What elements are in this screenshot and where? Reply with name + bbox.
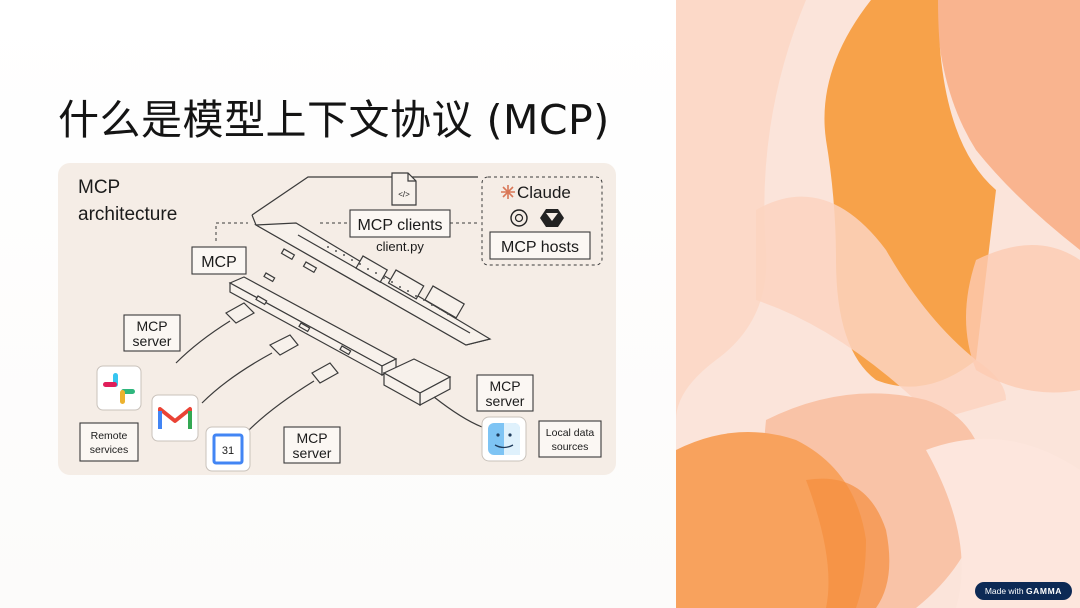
slack-icon: [96, 365, 142, 411]
diagram-canvas: MCP architecture: [78, 172, 603, 472]
speaker-grille: [327, 246, 449, 315]
svg-text:</>: </>: [398, 190, 410, 199]
mcp-label-box: [191, 246, 247, 275]
mcp-server-bottom-box: [283, 426, 341, 464]
svg-text:31: 31: [222, 445, 234, 457]
remote-services-box: [79, 422, 139, 462]
claude-logo-icon: [501, 185, 515, 199]
local-data-sources-line2: sources: [552, 441, 589, 453]
decorative-art-panel: Made with GAMMA: [676, 0, 1080, 608]
abstract-shapes-illustration: [676, 0, 1080, 608]
claude-label: Claude: [517, 183, 571, 202]
code-file-icon: </>: [391, 172, 417, 206]
mcp-clients-label: MCP clients: [357, 217, 442, 234]
client-file-label: client.py: [376, 239, 424, 254]
laptop-illustration: [251, 176, 492, 346]
remote-services-line1: Remote: [91, 430, 128, 442]
mcp-server-bottom-line2: server: [293, 445, 332, 461]
mcp-server-right-box: [476, 374, 534, 412]
made-with-gamma-badge[interactable]: Made with GAMMA: [974, 582, 1072, 600]
badge-prefix: Made with: [984, 586, 1024, 596]
badge-brand: GAMMA: [1025, 586, 1062, 596]
mcp-hosts-box: [489, 231, 591, 260]
perplexity-logo-icon: [540, 209, 564, 227]
mcp-server-top-line1: MCP: [136, 318, 167, 334]
mcp-clients-box: [349, 209, 451, 238]
mcp-server-right-line2: server: [486, 393, 525, 409]
local-data-sources-box: [538, 420, 602, 458]
usb-hub: [228, 272, 398, 377]
slide-title: 什么是模型上下文协议 (MCP): [58, 96, 610, 144]
mcp-server-bottom-line1: MCP: [296, 430, 327, 446]
gmail-icon: [151, 394, 199, 442]
diagram-heading-line2: architecture: [78, 204, 177, 225]
slide-content-area: 什么是模型上下文协议 (MCP) MCP architecture: [0, 0, 676, 608]
mcp-to-laptop-dashed-line: [215, 222, 248, 241]
mcp-architecture-diagram: MCP architecture: [58, 163, 616, 475]
mcp-label: MCP: [201, 254, 237, 271]
remote-services-line2: services: [90, 444, 129, 456]
cables: [175, 302, 339, 432]
diagram-heading-line1: MCP: [78, 177, 120, 198]
mcp-server-top-box: [123, 314, 181, 352]
mcp-hosts-group: [481, 176, 603, 266]
openai-logo-icon: [510, 209, 528, 227]
local-data-sources-line1: Local data: [546, 427, 595, 439]
finder-icon: [481, 416, 527, 462]
usb-plug: [382, 358, 483, 428]
mcp-server-right-line1: MCP: [489, 378, 520, 394]
google-calendar-icon: 31: [205, 426, 251, 472]
mcp-server-top-line2: server: [133, 333, 172, 349]
mcp-hosts-label: MCP hosts: [501, 239, 579, 256]
